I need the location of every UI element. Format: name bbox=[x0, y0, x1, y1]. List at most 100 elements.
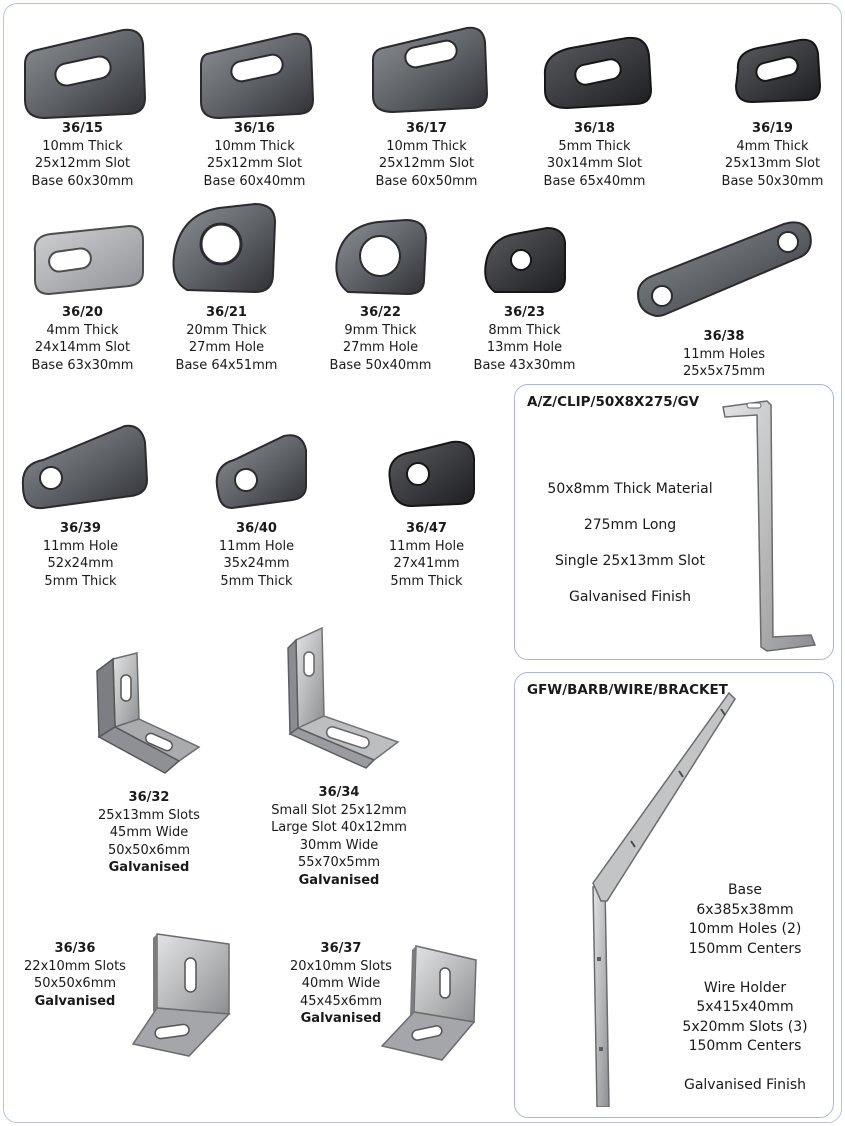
finish-label: Galvanised bbox=[298, 872, 380, 888]
spec-line: 4mm Thick bbox=[736, 138, 809, 154]
product-36-36-caption: 36/36 22x10mm Slots 50x50x6mm Galvanised bbox=[20, 940, 130, 1010]
product-caption: 36/34 Small Slot 25x12mm Large Slot 40x1… bbox=[259, 784, 419, 889]
spacer bbox=[665, 1057, 825, 1077]
spec-line: 25x5x75mm bbox=[682, 364, 766, 379]
spec-line: 27x41mm bbox=[393, 556, 460, 571]
slotted-plate-image bbox=[23, 28, 146, 120]
spec-line: 35x24mm bbox=[223, 556, 290, 571]
product-36-37-image bbox=[366, 942, 486, 1070]
product-code: 36/16 bbox=[234, 121, 275, 136]
product-caption: 36/36 22x10mm Slots 50x50x6mm Galvanised bbox=[20, 940, 130, 1010]
product-36-15: 36/15 10mm Thick 25x12mm Slot Base 60x30… bbox=[10, 24, 155, 190]
spec-line: Base 60x40mm bbox=[203, 173, 306, 189]
spec-line: 5mm Thick bbox=[44, 573, 117, 589]
product-36-23: 36/23 8mm Thick 13mm Hole Base 43x30mm bbox=[452, 218, 597, 374]
product-36-20: 36/20 4mm Thick 24x14mm Slot Base 63x30m… bbox=[10, 212, 155, 374]
finish-label: Galvanised bbox=[34, 993, 116, 1009]
product-code: 36/15 bbox=[62, 121, 103, 136]
az-clip-panel: A/Z/CLIP/50X8X275/GV 50x8mm Thick Materi… bbox=[514, 384, 834, 660]
slotted-plate-image bbox=[371, 26, 488, 114]
spec-line: 9mm Thick bbox=[344, 322, 417, 338]
product-36-36-image bbox=[122, 928, 252, 1068]
spec-line: 50x50x6mm bbox=[33, 976, 117, 991]
product-caption: 36/16 10mm Thick 25x12mm Slot Base 60x40… bbox=[182, 120, 327, 190]
spec-line: Small Slot 25x12mm bbox=[271, 802, 407, 818]
spec-line: Base 64x51mm bbox=[175, 357, 278, 373]
spec-line: Base 50x30mm bbox=[721, 173, 824, 189]
z-clip-image bbox=[722, 400, 817, 652]
angle-bracket-image bbox=[287, 626, 400, 769]
angle-bracket-image bbox=[96, 652, 201, 774]
spec-line: 5x20mm Slots (3) bbox=[682, 1018, 808, 1035]
holed-plate-image bbox=[215, 434, 307, 510]
spec-line: 150mm Centers bbox=[688, 940, 802, 957]
product-code: 36/47 bbox=[406, 521, 447, 536]
product-code: 36/18 bbox=[574, 121, 615, 136]
product-caption: 36/38 11mm Holes 25x5x75mm bbox=[634, 328, 814, 381]
spec-line: 25x13mm Slot bbox=[724, 156, 821, 171]
product-caption: 36/20 4mm Thick 24x14mm Slot Base 63x30m… bbox=[10, 304, 155, 374]
spec-line: Base 60x50mm bbox=[375, 173, 478, 189]
product-code: 36/40 bbox=[236, 521, 277, 536]
product-code: 36/36 bbox=[54, 941, 96, 956]
spec-line: 30mm Wide bbox=[299, 837, 379, 853]
spacer bbox=[665, 959, 825, 979]
spec-line: 5x415x40mm bbox=[696, 999, 794, 1015]
spec-line: 30x14mm Slot bbox=[546, 156, 643, 171]
product-36-37-caption: 36/37 20x10mm Slots 40mm Wide 45x45x6mm … bbox=[286, 940, 396, 1028]
spec-line: 10mm Thick bbox=[42, 138, 123, 154]
spec-line: 45mm Wide bbox=[109, 825, 189, 840]
spec-line: Base bbox=[727, 882, 763, 898]
product-sheet: 36/15 10mm Thick 25x12mm Slot Base 60x30… bbox=[3, 3, 842, 1123]
spec-line: 40mm Wide bbox=[301, 976, 381, 991]
slotted-plate-image bbox=[734, 38, 821, 104]
spec-line: 10mm Holes (2) bbox=[688, 921, 802, 937]
product-caption: 36/18 5mm Thick 30x14mm Slot Base 65x40m… bbox=[522, 120, 667, 190]
product-caption: 36/37 20x10mm Slots 40mm Wide 45x45x6mm … bbox=[286, 940, 396, 1028]
product-code: 36/38 bbox=[703, 329, 745, 344]
product-code: 36/23 bbox=[504, 305, 545, 320]
spec-line: 13mm Hole bbox=[486, 340, 563, 355]
spec-line: 10mm Thick bbox=[386, 138, 467, 154]
spec-line: 25x12mm Slot bbox=[378, 156, 475, 171]
product-code: 36/21 bbox=[206, 305, 247, 320]
product-36-47: 36/47 11mm Hole 27x41mm 5mm Thick bbox=[354, 420, 499, 590]
spec-line: Large Slot 40x12mm bbox=[271, 820, 407, 835]
spec-line: 55x70x5mm bbox=[297, 855, 381, 870]
link-plate-image bbox=[636, 221, 812, 318]
spec-line: 10mm Thick bbox=[214, 138, 295, 154]
product-caption: 36/23 8mm Thick 13mm Hole Base 43x30mm bbox=[452, 304, 597, 374]
spec-line: Base 65x40mm bbox=[543, 173, 646, 189]
slotted-plate-image bbox=[33, 224, 144, 296]
product-36-38: 36/38 11mm Holes 25x5x75mm bbox=[634, 212, 814, 381]
product-code: 36/20 bbox=[62, 305, 103, 320]
product-caption: 36/32 25x13mm Slots 45mm Wide 50x50x6mm … bbox=[74, 789, 224, 877]
spec-line: Base 63x30mm bbox=[31, 357, 134, 373]
product-36-17: 36/17 10mm Thick 25x12mm Slot Base 60x50… bbox=[354, 24, 499, 190]
spec-line: 11mm Hole bbox=[42, 538, 119, 554]
product-code: 36/32 bbox=[128, 790, 170, 805]
gfw-bracket-specs: Base 6x385x38mm 10mm Holes (2) 150mm Cen… bbox=[665, 881, 825, 1096]
product-caption: 36/40 11mm Hole 35x24mm 5mm Thick bbox=[184, 520, 329, 590]
product-36-16: 36/16 10mm Thick 25x12mm Slot Base 60x40… bbox=[182, 24, 327, 190]
product-code: 36/34 bbox=[318, 785, 360, 800]
az-clip-specs: 50x8mm Thick Material 275mm Long Single … bbox=[525, 481, 735, 605]
product-36-19: 36/19 4mm Thick 25x13mm Slot Base 50x30m… bbox=[700, 24, 841, 190]
spec-line: 45x45x6mm bbox=[299, 993, 383, 1009]
gfw-bracket-panel: GFW/BARB/WIRE/BRACKET Base 6x385x38mm 10… bbox=[514, 672, 834, 1118]
spec-line: 27mm Hole bbox=[342, 340, 419, 355]
product-caption: 36/15 10mm Thick 25x12mm Slot Base 60x30… bbox=[10, 120, 155, 190]
product-caption: 36/19 4mm Thick 25x13mm Slot Base 50x30m… bbox=[700, 120, 841, 190]
holed-plate-image bbox=[483, 226, 566, 293]
product-caption: 36/47 11mm Hole 27x41mm 5mm Thick bbox=[354, 520, 499, 590]
spec-line: 22x10mm Slots bbox=[24, 958, 126, 974]
spec-line: 11mm Hole bbox=[388, 538, 465, 554]
product-36-39: 36/39 11mm Hole 52x24mm 5mm Thick bbox=[8, 420, 153, 590]
product-caption: 36/21 20mm Thick 27mm Hole Base 64x51mm bbox=[154, 304, 299, 374]
spec-line: Wire Holder bbox=[703, 979, 787, 996]
finish-label: Galvanised Finish bbox=[683, 1077, 807, 1093]
product-caption: 36/22 9mm Thick 27mm Hole Base 50x40mm bbox=[308, 304, 453, 374]
spec-line: 50x8mm Thick Material bbox=[547, 481, 713, 497]
spec-line: 11mm Holes bbox=[682, 346, 766, 362]
finish-label: Galvanised bbox=[300, 1011, 382, 1026]
